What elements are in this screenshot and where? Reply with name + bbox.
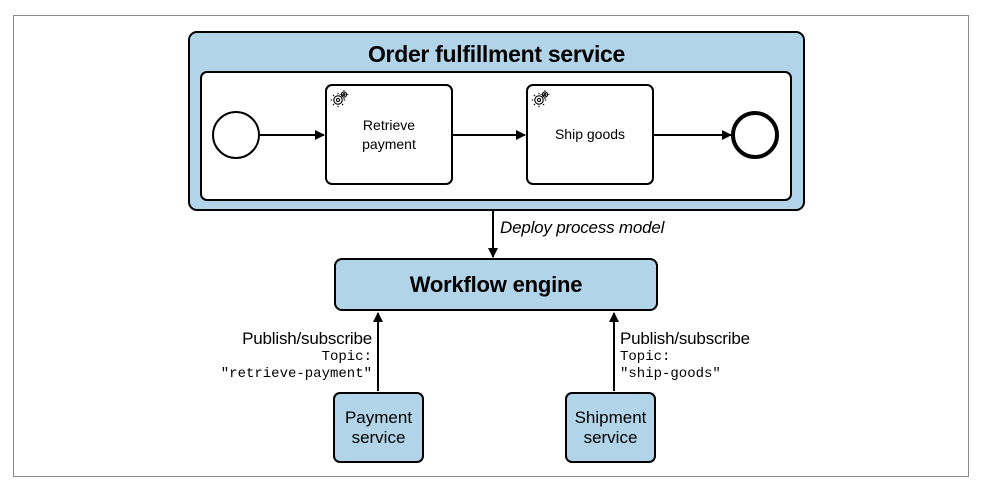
gear-icon xyxy=(330,90,349,108)
payment-topic-label: Topic: xyxy=(321,349,372,365)
task-label: Retrieve payment xyxy=(362,116,416,152)
shipment-pubsub-block: Publish/subscribe Topic: "ship-goods" xyxy=(620,329,800,383)
shipment-topic-value: "ship-goods" xyxy=(620,366,721,382)
shipment-service-label: Shipment service xyxy=(574,407,647,447)
workflow-engine-title: Workflow engine xyxy=(409,271,583,297)
deploy-label: Deploy process model xyxy=(500,218,665,237)
shipment-service: Shipment service xyxy=(565,392,656,463)
shipment-pubsub-label: Publish/subscribe xyxy=(620,329,750,348)
task-ship-goods: Ship goods xyxy=(526,84,654,185)
payment-pubsub-label: Publish/subscribe xyxy=(242,329,372,348)
payment-service-label: Payment service xyxy=(344,407,413,447)
workflow-engine: Workflow engine xyxy=(334,258,658,311)
payment-service: Payment service xyxy=(333,392,424,463)
end-event xyxy=(731,111,779,159)
shipment-topic-label: Topic: xyxy=(620,349,671,365)
task-retrieve-payment: Retrieve payment xyxy=(325,84,453,185)
payment-topic-value: "retrieve-payment" xyxy=(220,366,372,382)
payment-pubsub-block: Publish/subscribe Topic: "retrieve-payme… xyxy=(200,329,372,383)
start-event xyxy=(212,111,260,159)
task-label: Ship goods xyxy=(554,126,626,142)
gear-icon xyxy=(531,90,550,108)
order-fulfillment-title: Order fulfillment service xyxy=(367,41,626,67)
